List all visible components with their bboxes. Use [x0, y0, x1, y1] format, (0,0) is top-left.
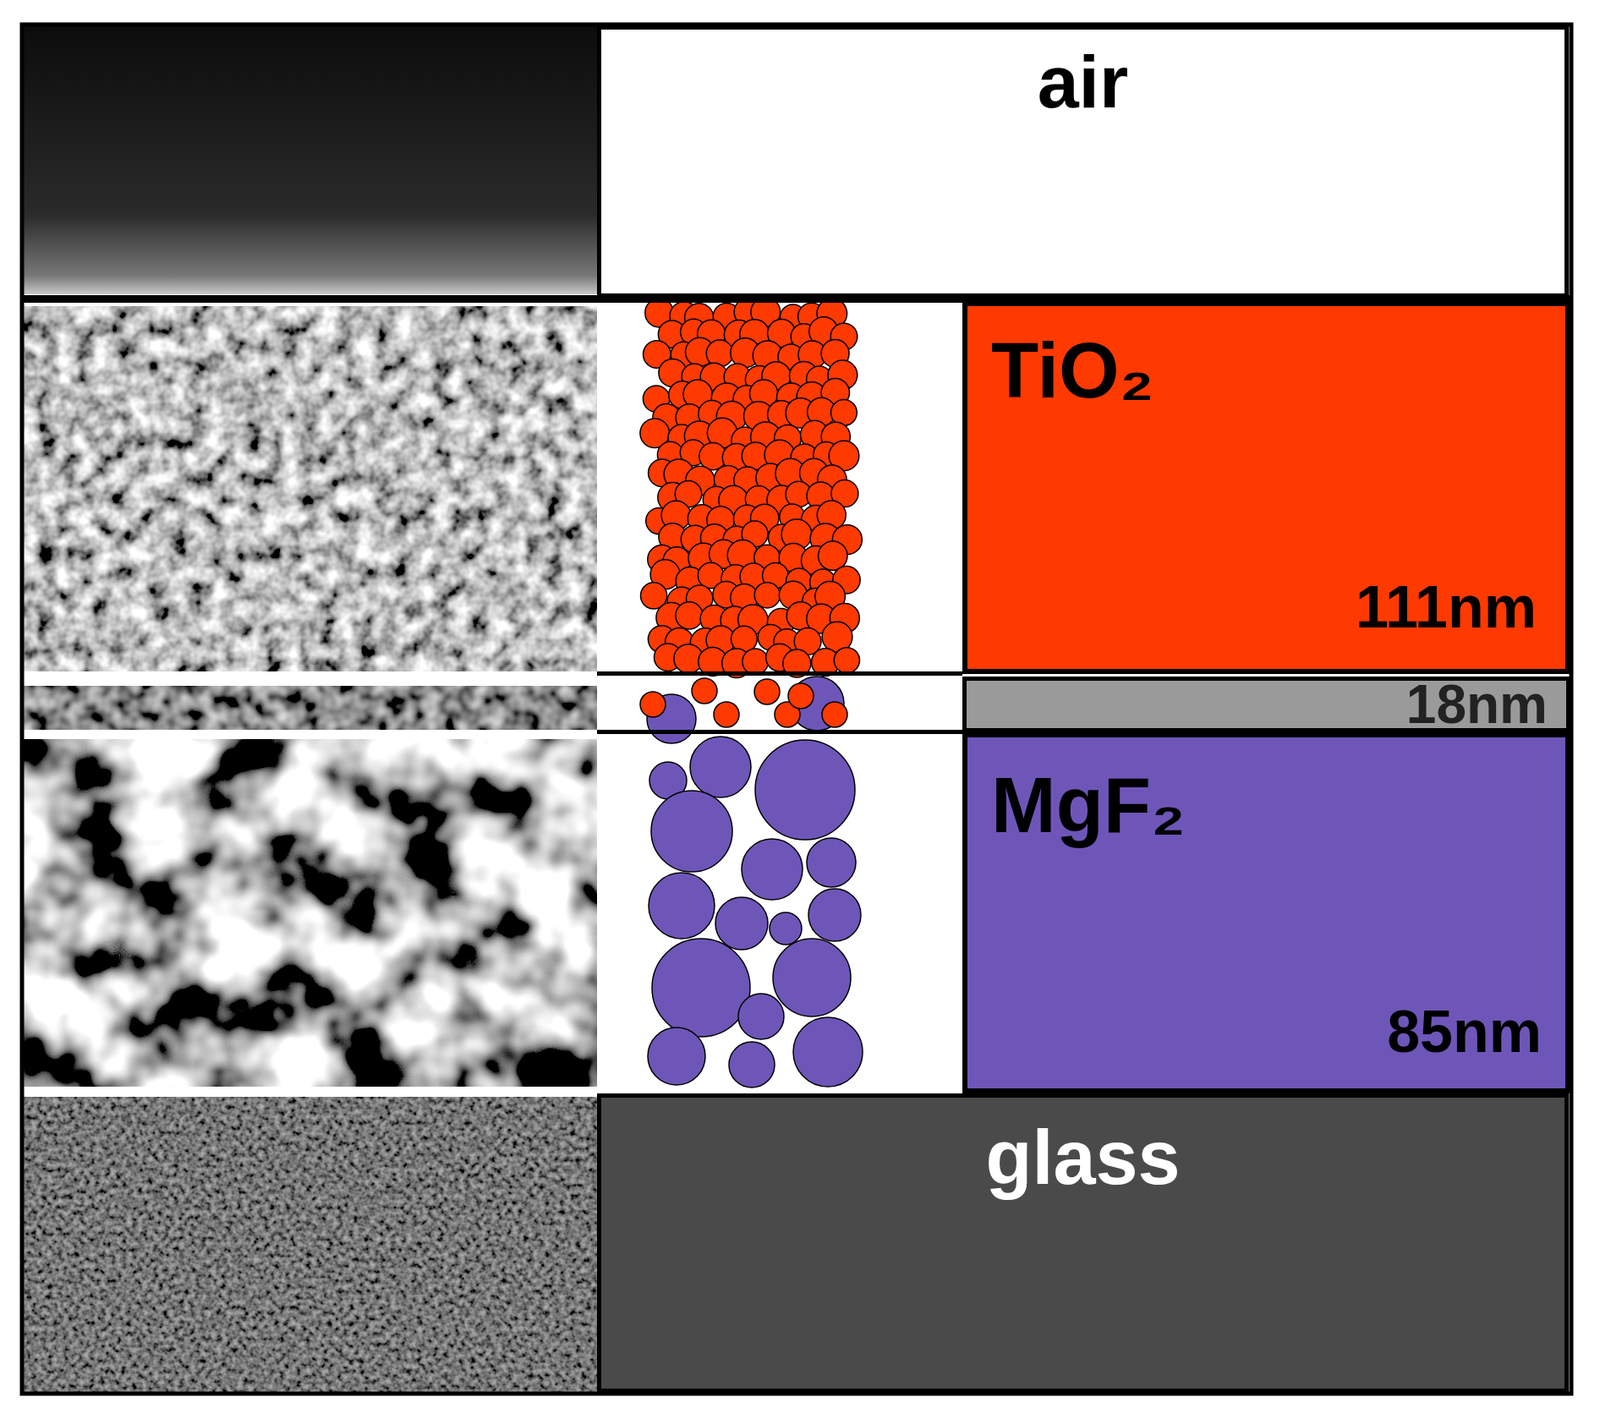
tio2-particles	[640, 297, 863, 679]
air-layer: air	[597, 25, 1569, 298]
particle	[675, 602, 703, 630]
interface-particles	[640, 678, 848, 728]
interface-layer: 18nm	[962, 676, 1571, 733]
separator-line	[597, 729, 963, 735]
sem-mgf2	[22, 739, 598, 1087]
sem-glass	[22, 1096, 598, 1393]
particle	[706, 339, 734, 368]
thickness-label: 111nm	[1355, 575, 1537, 641]
layer-label: MgF₂	[991, 762, 1186, 849]
particle	[833, 647, 860, 674]
sem-tio2	[22, 306, 598, 672]
tio2-layer: TiO₂ 111nm	[962, 301, 1571, 674]
thickness-label: 85nm	[1386, 999, 1542, 1065]
mgf2-layer: MgF₂ 85nm	[962, 732, 1571, 1094]
layer-label: 18nm	[1406, 681, 1548, 728]
particle	[818, 541, 848, 570]
sem-interface	[22, 685, 598, 730]
glass-layer: glass	[597, 1093, 1569, 1393]
layer-label: glass	[985, 1116, 1180, 1200]
particle	[742, 648, 769, 675]
layer-label: air	[1037, 41, 1129, 124]
mgf2-particles	[646, 676, 863, 1088]
layer-label: TiO₂	[991, 328, 1155, 414]
particle	[754, 582, 780, 609]
sem-air	[22, 25, 598, 295]
separator-line	[597, 671, 963, 676]
outer-frame	[21, 24, 1572, 1394]
